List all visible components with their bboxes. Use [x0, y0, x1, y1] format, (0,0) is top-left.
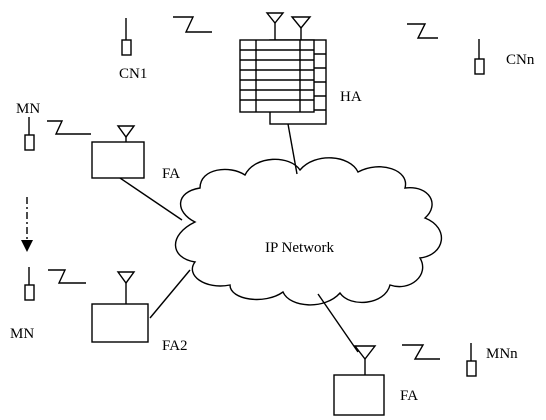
fa-bottom-network-link: [317, 293, 359, 353]
ha-network-link: [287, 123, 298, 175]
wireless-signal-icon: [407, 23, 438, 39]
wireless-signal-icon: [48, 269, 86, 284]
cn1-label: CN1: [119, 66, 147, 82]
fa-bottom-node: FA: [333, 345, 418, 416]
wireless-signal-icon: [47, 120, 91, 135]
fa-top-label: FA: [162, 166, 180, 182]
antenna-icon: [290, 16, 312, 40]
fa2-label: FA2: [162, 338, 188, 354]
wireless-signal-icon: [173, 16, 212, 33]
fa-top-network-link: [119, 177, 183, 221]
mobile-phone-icon: [121, 18, 132, 56]
mobile-phone-icon: [466, 343, 477, 377]
mnn-node: MNn: [466, 343, 518, 377]
ip-network-cloud: IP Network: [174, 157, 443, 306]
antenna-icon: [116, 271, 136, 304]
mn-top-label: MN: [16, 101, 40, 117]
mobile-phone-icon: [474, 39, 485, 75]
mn-bottom-label: MN: [10, 326, 34, 342]
antenna-icon: [116, 125, 136, 142]
cnn-node: CNn: [474, 39, 535, 75]
fa-bottom-label: FA: [400, 388, 418, 404]
mn-top-node: MN: [16, 101, 40, 151]
antenna-icon: [265, 12, 285, 40]
wireless-signal-icon: [402, 344, 440, 360]
antenna-icon: [353, 345, 377, 375]
mobile-phone-icon: [24, 267, 35, 301]
cn1-node: CN1: [119, 18, 147, 82]
movement-arrow-icon: [21, 197, 33, 252]
ip-network-label: IP Network: [265, 240, 335, 256]
fa2-node: FA2: [91, 271, 188, 354]
mn-bottom-node: MN: [10, 267, 35, 342]
cnn-label: CNn: [506, 52, 535, 68]
mnn-label: MNn: [486, 346, 518, 362]
ha-label: HA: [340, 89, 362, 105]
fa2-network-link: [149, 269, 191, 319]
mobile-phone-icon: [24, 117, 35, 151]
home-agent: HA: [239, 12, 362, 125]
fa-top-node: FA: [91, 125, 180, 182]
